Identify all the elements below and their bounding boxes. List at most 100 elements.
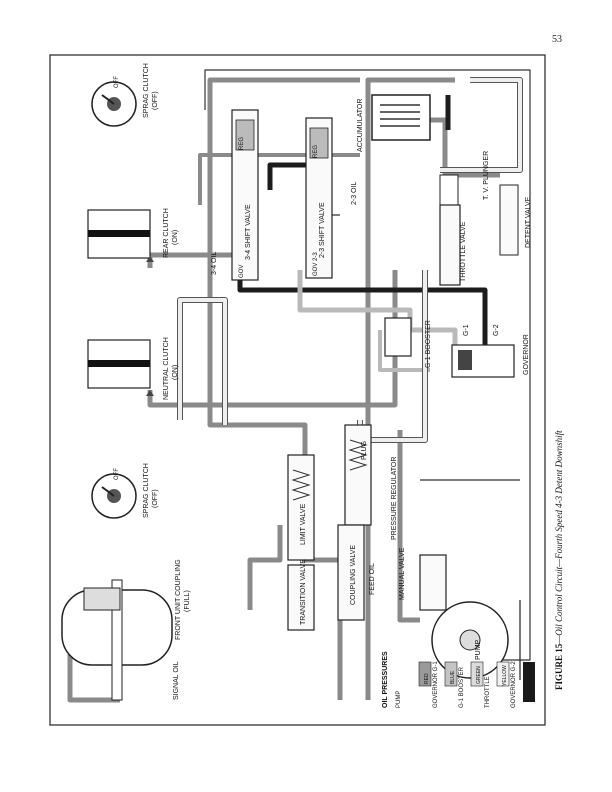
sprag-clutch-top-label: SPRAG CLUTCH [143,63,150,118]
sprag-clutch-top-off-label: OFF [114,76,120,88]
accumulator-label: ACCUMULATOR [357,99,364,152]
neutral-clutch-arrow [146,390,154,396]
legend-item-1-label: GOVERNOR G-1 [433,661,439,708]
coupling-valve-label: COUPLING VALVE [350,545,357,605]
front-unit-coupling-piston [83,587,121,611]
legend-swatch-3-text: GREEN [476,666,482,684]
sprag-clutch-bottom-state: (OFF) [152,489,159,508]
rear-clutch: REAR CLUTCH (ON) [87,208,179,262]
legend-item-5 [523,662,535,702]
front-unit-coupling-shaft [111,579,123,701]
governor-passage-g2 [237,275,488,355]
sprag-clutch-top-needle [101,94,115,105]
legend-swatch-4-text: YELLOW [502,665,508,686]
tv-plunger-label: T. V. PLUNGER [483,151,490,200]
pressure-regulator-spring [348,439,368,471]
transition-valve-label: TRANSITION VALVE [300,559,307,625]
page-number: 53 [552,34,562,45]
legend-item-0-label: PUMP [396,691,402,708]
shift-valve-3-4-spool [235,119,255,151]
sprag-clutch-bottom-label: SPRAG CLUTCH [143,463,150,518]
shift-valve-2-3-spool [309,127,329,159]
governor-label: GOVERNOR [523,334,530,375]
legend-swatch-3 [470,661,484,687]
manual-valve-label: MANUAL VALVE [399,547,406,600]
legend-item-2-label: G-1 BOOSTER [459,666,465,708]
valve-stack: LIMIT VALVE TRANSITION VALVE COUPLING VA… [287,454,376,631]
neutral-clutch-bar [88,360,150,367]
governor-assembly: G-1 BOOSTER G-1 G-2 GOVERNOR [384,317,530,378]
shift-valve-3-4-label: 3-4 SHIFT VALVE [245,204,252,260]
neutral-clutch-label: NEUTRAL CLUTCH [163,337,170,400]
limit-valve-spring [291,469,311,501]
legend-swatch-5 [523,662,535,702]
pump-label: PUMP [475,639,482,660]
legend-item-3: GREEN THROTTLE [470,661,491,708]
accumulator: ACCUMULATOR [357,94,431,152]
sprag-clutch-bottom: OFF SPRAG CLUTCH (OFF) [91,463,159,519]
figure-caption: FIGURE 15—Oil Control Circuit—Fourth Spe… [554,430,564,690]
shift-valve-2-3-gov: GOV 2-3 [313,252,319,276]
g1-label: G-1 [463,324,470,336]
detent-valve-label: DETENT VALVE [525,196,532,248]
legend-item-0: PUMP [396,691,402,708]
transition-valve-body [287,564,315,631]
governor-weight [458,350,472,370]
manual-valve-body [419,554,447,611]
shift-valve-3-4-gov: GOV [239,265,245,278]
legend-swatch-2-text: BLUE [450,670,456,684]
manual-valve-pump: MANUAL VALVE PUMP [399,547,521,680]
legend-title: OIL PRESSURES [382,651,389,708]
legend-swatch-2 [444,661,458,687]
legend-item-3-label: THROTTLE [485,676,491,708]
legend-item-1: RED GOVERNOR G-1 [418,661,439,708]
limit-valve-label: LIMIT VALVE [300,503,307,545]
rear-clutch-state: (ON) [172,230,179,245]
sprag-clutch-bottom-off-label: OFF [114,468,120,480]
pressure-regulator-label: PRESSURE REGULATOR [391,457,398,540]
legend: OIL PRESSURES PUMP RED GOVERNOR G-1 BLUE… [382,651,535,708]
g1-booster-body [384,317,412,357]
throttle-valve-assembly: T. V. PLUNGER THROTTLE VALVE DETENT VALV… [439,151,532,286]
throttle-passage [440,78,522,172]
neutral-clutch: NEUTRAL CLUTCH (ON) [87,337,179,400]
legend-item-4-label: GOVERNOR G-2 [511,661,517,708]
pump-passage-transition [247,525,283,610]
legend-swatch-1 [418,661,432,687]
pump-passage-accum [430,117,500,178]
oil-2-3-label: 2-3 OIL [351,182,358,205]
neutral-clutch-state: (ON) [172,365,179,380]
sprag-clutch-top: OFF SPRAG CLUTCH (OFF) [91,63,159,127]
legend-swatch-4 [496,661,510,687]
g1-booster-label: G-1 BOOSTER [425,320,432,368]
legend-item-2: BLUE G-1 BOOSTER [444,661,465,708]
coupling-valve-body [337,524,365,621]
front-unit-coupling: FRONT UNIT COUPLING (FULL) SIGNAL OIL [61,559,191,701]
shift-valve-2-3: 2-3 SHIFT VALVE REG GOV 2-3 2-3 OIL [305,117,358,279]
front-unit-coupling-label: FRONT UNIT COUPLING [175,559,182,640]
legend-item-4: YELLOW GOVERNOR G-2 [496,661,517,708]
pump-rotor [459,629,481,651]
accumulator-body [371,94,431,141]
sprag-clutch-top-state: (OFF) [152,91,159,110]
figure-frame [49,54,546,726]
front-unit-coupling-state: (FULL) [184,590,191,612]
plug-label: PLUG [361,441,368,460]
throttle-passage-3 [178,298,227,425]
sprag-clutch-bottom-needle [101,486,115,497]
rear-clutch-label: REAR CLUTCH [163,208,170,258]
shift-valve-3-4: 3-4 SHIFT VALVE REG GOV 3-4 OIL [211,109,259,281]
g2-label: G-2 [493,324,500,336]
shift-valve-3-4-reg: REG [239,137,245,150]
detent-valve-body [499,184,519,256]
pump-passage-manual [397,430,420,623]
oil-3-4-label: 3-4 OIL [211,252,218,275]
throttle-valve-label: THROTTLE VALVE [460,221,467,282]
signal-oil-label: SIGNAL OIL [173,661,180,700]
shift-valve-2-3-label: 2-3 SHIFT VALVE [319,202,326,258]
rear-clutch-bar [88,230,150,237]
tv-plunger-body [439,174,459,206]
rear-clutch-arrow [146,256,154,262]
feed-oil-label: FEED OIL [369,563,376,595]
